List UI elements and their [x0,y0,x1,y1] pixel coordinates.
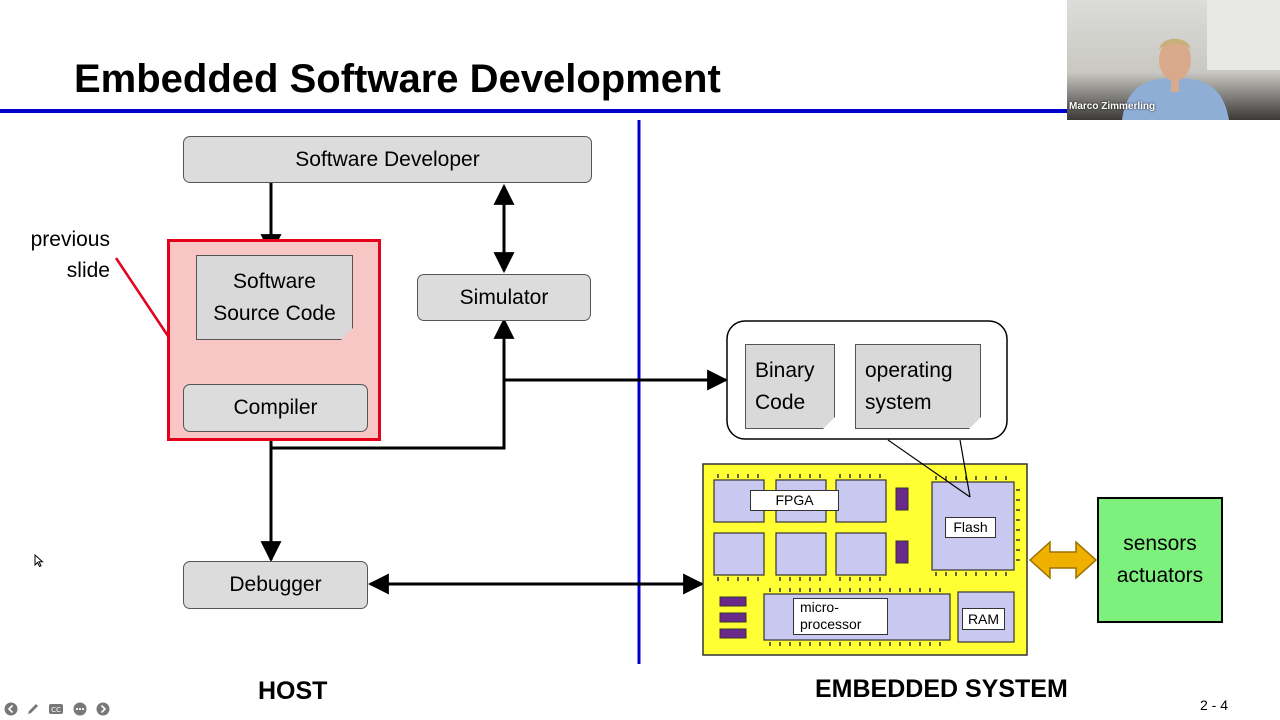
svg-text:CC: CC [51,706,61,714]
arrow-left-icon[interactable] [3,701,19,717]
previous-slide-line-2: slide [66,259,110,282]
board-sensors-arrow [1028,540,1098,580]
microprocessor-label: micro- processor [793,598,888,635]
operating-system-box: operating system [855,344,981,429]
more-icon[interactable] [72,701,88,717]
binary-code-box: Binary Code [745,344,835,429]
source-code-line-1: Software [233,269,316,293]
slide-title: Embedded Software Development [74,57,721,101]
software-developer-box: Software Developer [183,136,592,183]
binary-code-line-2: Code [755,390,806,414]
flash-label: Flash [945,517,996,538]
mouse-cursor-icon [34,554,44,568]
debugger-box: Debugger [183,561,368,609]
chip-pins [717,474,1020,646]
ram-label: RAM [962,608,1005,630]
source-code-line-2: Source Code [213,301,336,325]
microprocessor-line-2: processor [800,616,862,632]
embedded-system-label: EMBEDDED SYSTEM [815,675,1068,703]
pen-icon[interactable] [25,701,41,717]
participant-name: Marco Zimmerling [1069,101,1156,112]
sensors-actuators-box: sensors actuators [1097,497,1223,623]
previous-slide-line-1: previous [30,228,110,251]
simulator-box: Simulator [417,274,591,321]
webcam-video[interactable]: Marco Zimmerling [1067,0,1280,120]
title-rule [0,109,1068,113]
binary-code-line-1: Binary [755,358,815,382]
compiler-box: Compiler [183,384,368,432]
page-number: 2 - 4 [1200,697,1229,713]
previous-slide-pointer [114,257,170,337]
small-components [719,487,909,639]
microprocessor-line-1: micro- [800,599,839,615]
operating-system-line-1: operating [865,358,953,382]
host-label: HOST [258,677,328,705]
software-source-code-box: Software Source Code [196,255,353,340]
previous-slide-note: previous slide [14,224,110,286]
sensors-line: sensors [1123,532,1197,555]
operating-system-line-2: system [865,390,932,414]
arrow-right-icon[interactable] [95,701,111,717]
actuators-line: actuators [1116,564,1204,587]
fpga-label: FPGA [750,490,839,511]
captions-icon[interactable]: CC [48,701,64,717]
callout-line-os [959,439,971,498]
callout-line-binary [887,439,971,498]
webcam-person [1122,0,1280,120]
